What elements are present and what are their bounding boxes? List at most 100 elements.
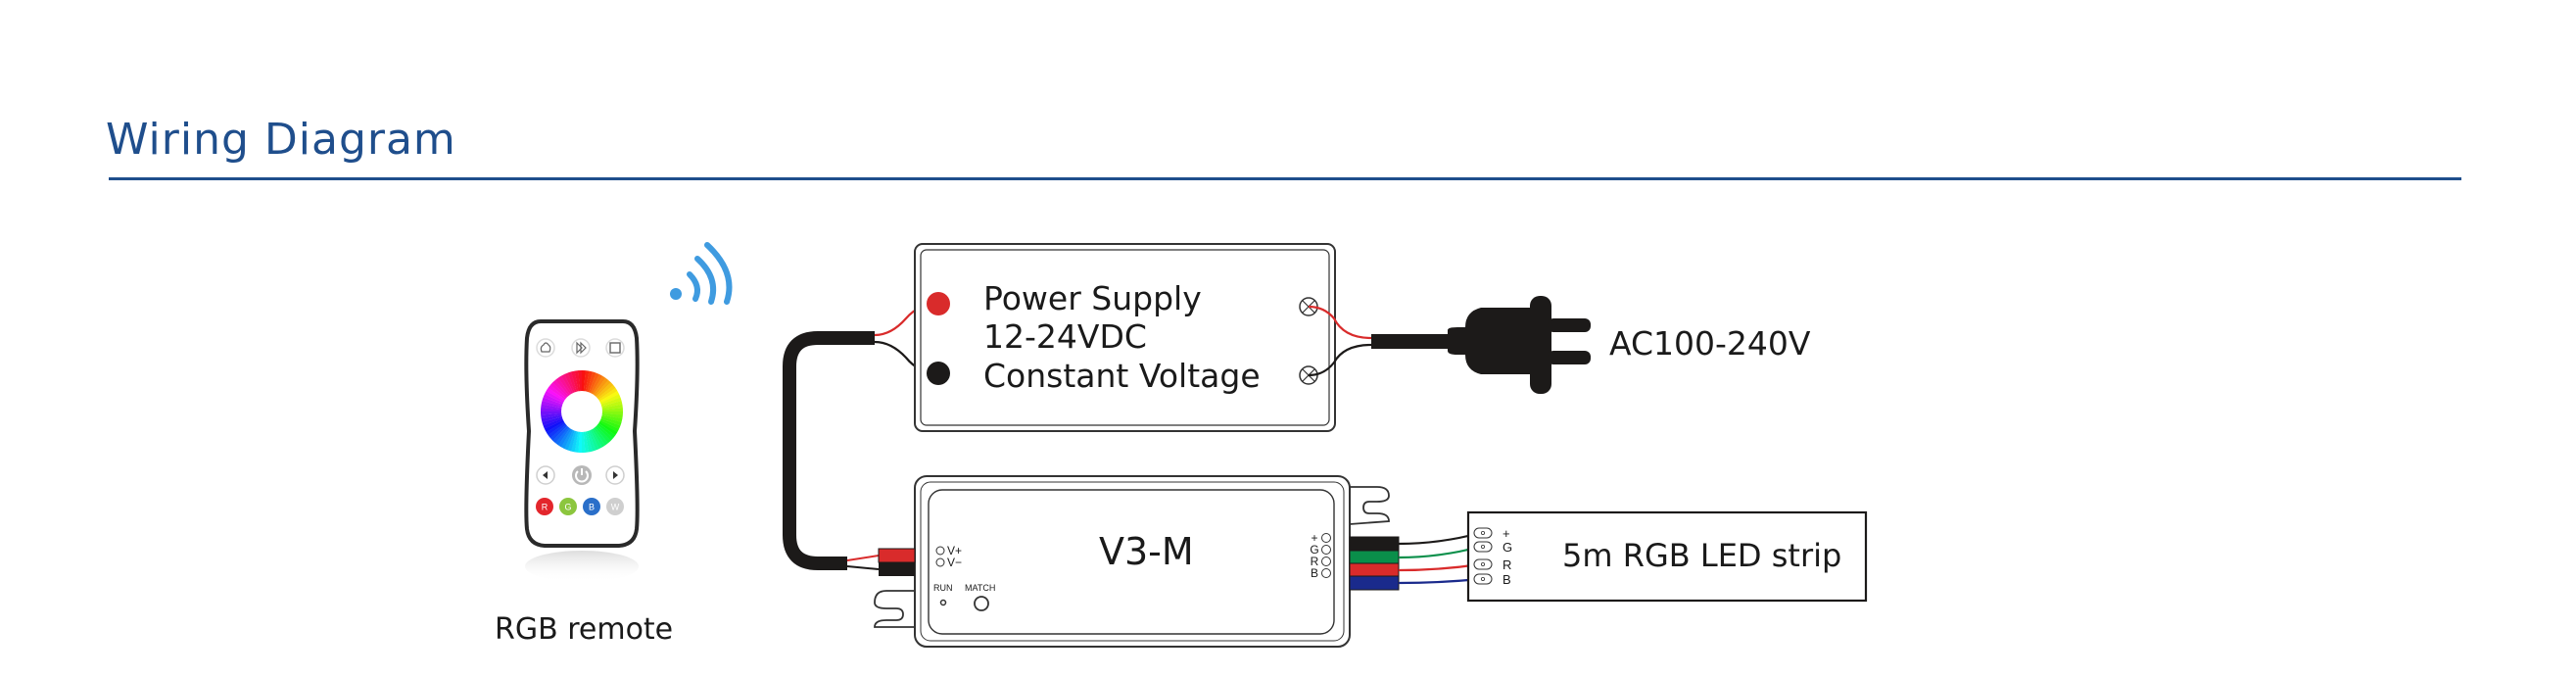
color-wheel-segment <box>567 429 577 452</box>
color-wheel-segment <box>588 372 599 394</box>
strip-solder-pad <box>1473 573 1493 585</box>
save-button[interactable] <box>605 338 625 358</box>
ctrl-red-wire <box>846 555 880 561</box>
ac-plug-icon <box>1371 296 1591 394</box>
remote-top-buttons <box>536 338 625 358</box>
strip-pad-label: R <box>1503 557 1511 572</box>
color-wheel-segment <box>600 408 623 412</box>
color-wheel-segment <box>543 394 564 406</box>
color-wheel-segment <box>541 411 563 415</box>
input-terminals: V+ V− <box>935 544 962 569</box>
color-wheel-segment <box>557 427 572 448</box>
positive-terminal <box>927 292 950 315</box>
color-wheel-segment <box>554 426 571 446</box>
negative-terminal <box>927 362 950 385</box>
color-wheel-segment <box>542 416 564 426</box>
input-connector-black <box>879 562 915 576</box>
color-wheel-segment <box>587 371 596 394</box>
led-strip-pads: +GRB <box>1473 526 1512 587</box>
output-terminal-hole <box>1321 568 1331 578</box>
color-wheel-segment <box>552 425 570 444</box>
output-terminals: +GRB <box>1310 531 1331 580</box>
controller-panel <box>928 489 1335 635</box>
color-wheel-segment <box>581 430 586 453</box>
controller: V3-M V+ V− RUN MATCH +GRB <box>874 475 1390 648</box>
match-button[interactable] <box>974 596 989 611</box>
color-wheel-segment <box>546 387 566 402</box>
color-wheel-segment <box>557 375 573 396</box>
color-wheel-segment <box>600 414 623 423</box>
led-strip-box <box>1466 510 1868 603</box>
led-strip-label: 5m RGB LED strip <box>1562 537 1841 574</box>
color-wheel-segment <box>599 394 621 406</box>
ac-black-wire <box>1308 343 1372 377</box>
output-connector-red <box>1349 562 1400 578</box>
color-wheel-segment <box>570 430 579 453</box>
wireless-signal-icon <box>670 242 733 305</box>
left-arrow-icon <box>543 471 548 479</box>
ps-title: Power Supply <box>983 279 1202 317</box>
save-icon <box>609 342 621 354</box>
color-wheel-segment <box>597 421 618 436</box>
output-terminal-hole <box>1321 557 1331 566</box>
color-button-w[interactable] <box>606 498 624 515</box>
color-wheel-segment <box>594 379 611 398</box>
color-wheel-segment <box>544 419 565 432</box>
color-wheel-segment <box>564 372 576 394</box>
color-wheel-segment <box>583 370 590 393</box>
color-button-b[interactable] <box>583 498 600 515</box>
color-wheel-segment <box>541 408 563 412</box>
color-wheel-segment <box>591 427 606 448</box>
color-wheel-segment <box>549 382 568 400</box>
led-strip: +GRB 5m RGB LED strip <box>1466 510 1868 603</box>
color-wheel-segment <box>578 370 583 393</box>
color-wheel-segment <box>592 375 606 396</box>
output-terminal-label: R <box>1311 555 1319 568</box>
color-wheel-segment <box>594 425 611 444</box>
color-wheel-segment <box>598 391 620 404</box>
color-wheel-segment <box>571 370 579 393</box>
page-title: Wiring Diagram <box>106 115 456 165</box>
color-button-g[interactable] <box>559 498 577 515</box>
ps-type: Constant Voltage <box>983 357 1261 395</box>
run-indicator-led <box>939 599 947 606</box>
color-button-label: W <box>611 503 620 512</box>
color-wheel-segment <box>598 419 620 433</box>
strip-pad-label: + <box>1503 526 1510 541</box>
strip-solder-pad <box>1473 558 1493 570</box>
color-wheel-segment <box>555 377 571 397</box>
controller-model: V3-M <box>1099 530 1194 573</box>
mount-tab-right <box>1349 486 1390 525</box>
color-wheel-segment <box>588 429 599 451</box>
strip-pad-dot <box>1481 562 1486 567</box>
output-connector-green <box>1349 550 1400 565</box>
color-wheel-segment <box>543 417 564 429</box>
output-terminal-label: B <box>1311 566 1318 580</box>
output-terminal-label: G <box>1310 543 1318 557</box>
color-wheel-segment <box>599 397 622 407</box>
dc-cable <box>783 331 875 570</box>
color-wheel-segment <box>596 385 616 401</box>
mode-button[interactable] <box>536 338 555 358</box>
color-button-label: R <box>542 503 549 512</box>
color-wheel-segment <box>600 412 623 419</box>
color-button-r[interactable] <box>536 498 553 515</box>
color-wheel-segment <box>552 379 570 398</box>
ac-red-wire <box>1308 305 1372 340</box>
strip-solder-pad <box>1473 541 1493 553</box>
power-supply-inner <box>920 249 1330 426</box>
mode-icon <box>540 342 551 353</box>
color-wheel-segment <box>590 428 602 450</box>
color-wheel-segment <box>548 384 567 401</box>
title-divider <box>109 177 2461 180</box>
color-button-label: G <box>564 503 571 512</box>
color-wheel[interactable] <box>541 370 623 453</box>
color-wheel-segment <box>560 428 574 450</box>
color-wheel-segment <box>578 430 582 453</box>
speed-icon <box>576 341 587 355</box>
power-icon <box>575 468 589 483</box>
remote-label: RGB remote <box>495 612 673 647</box>
color-wheel-segment <box>549 423 568 441</box>
color-wheel-segment <box>585 430 593 453</box>
